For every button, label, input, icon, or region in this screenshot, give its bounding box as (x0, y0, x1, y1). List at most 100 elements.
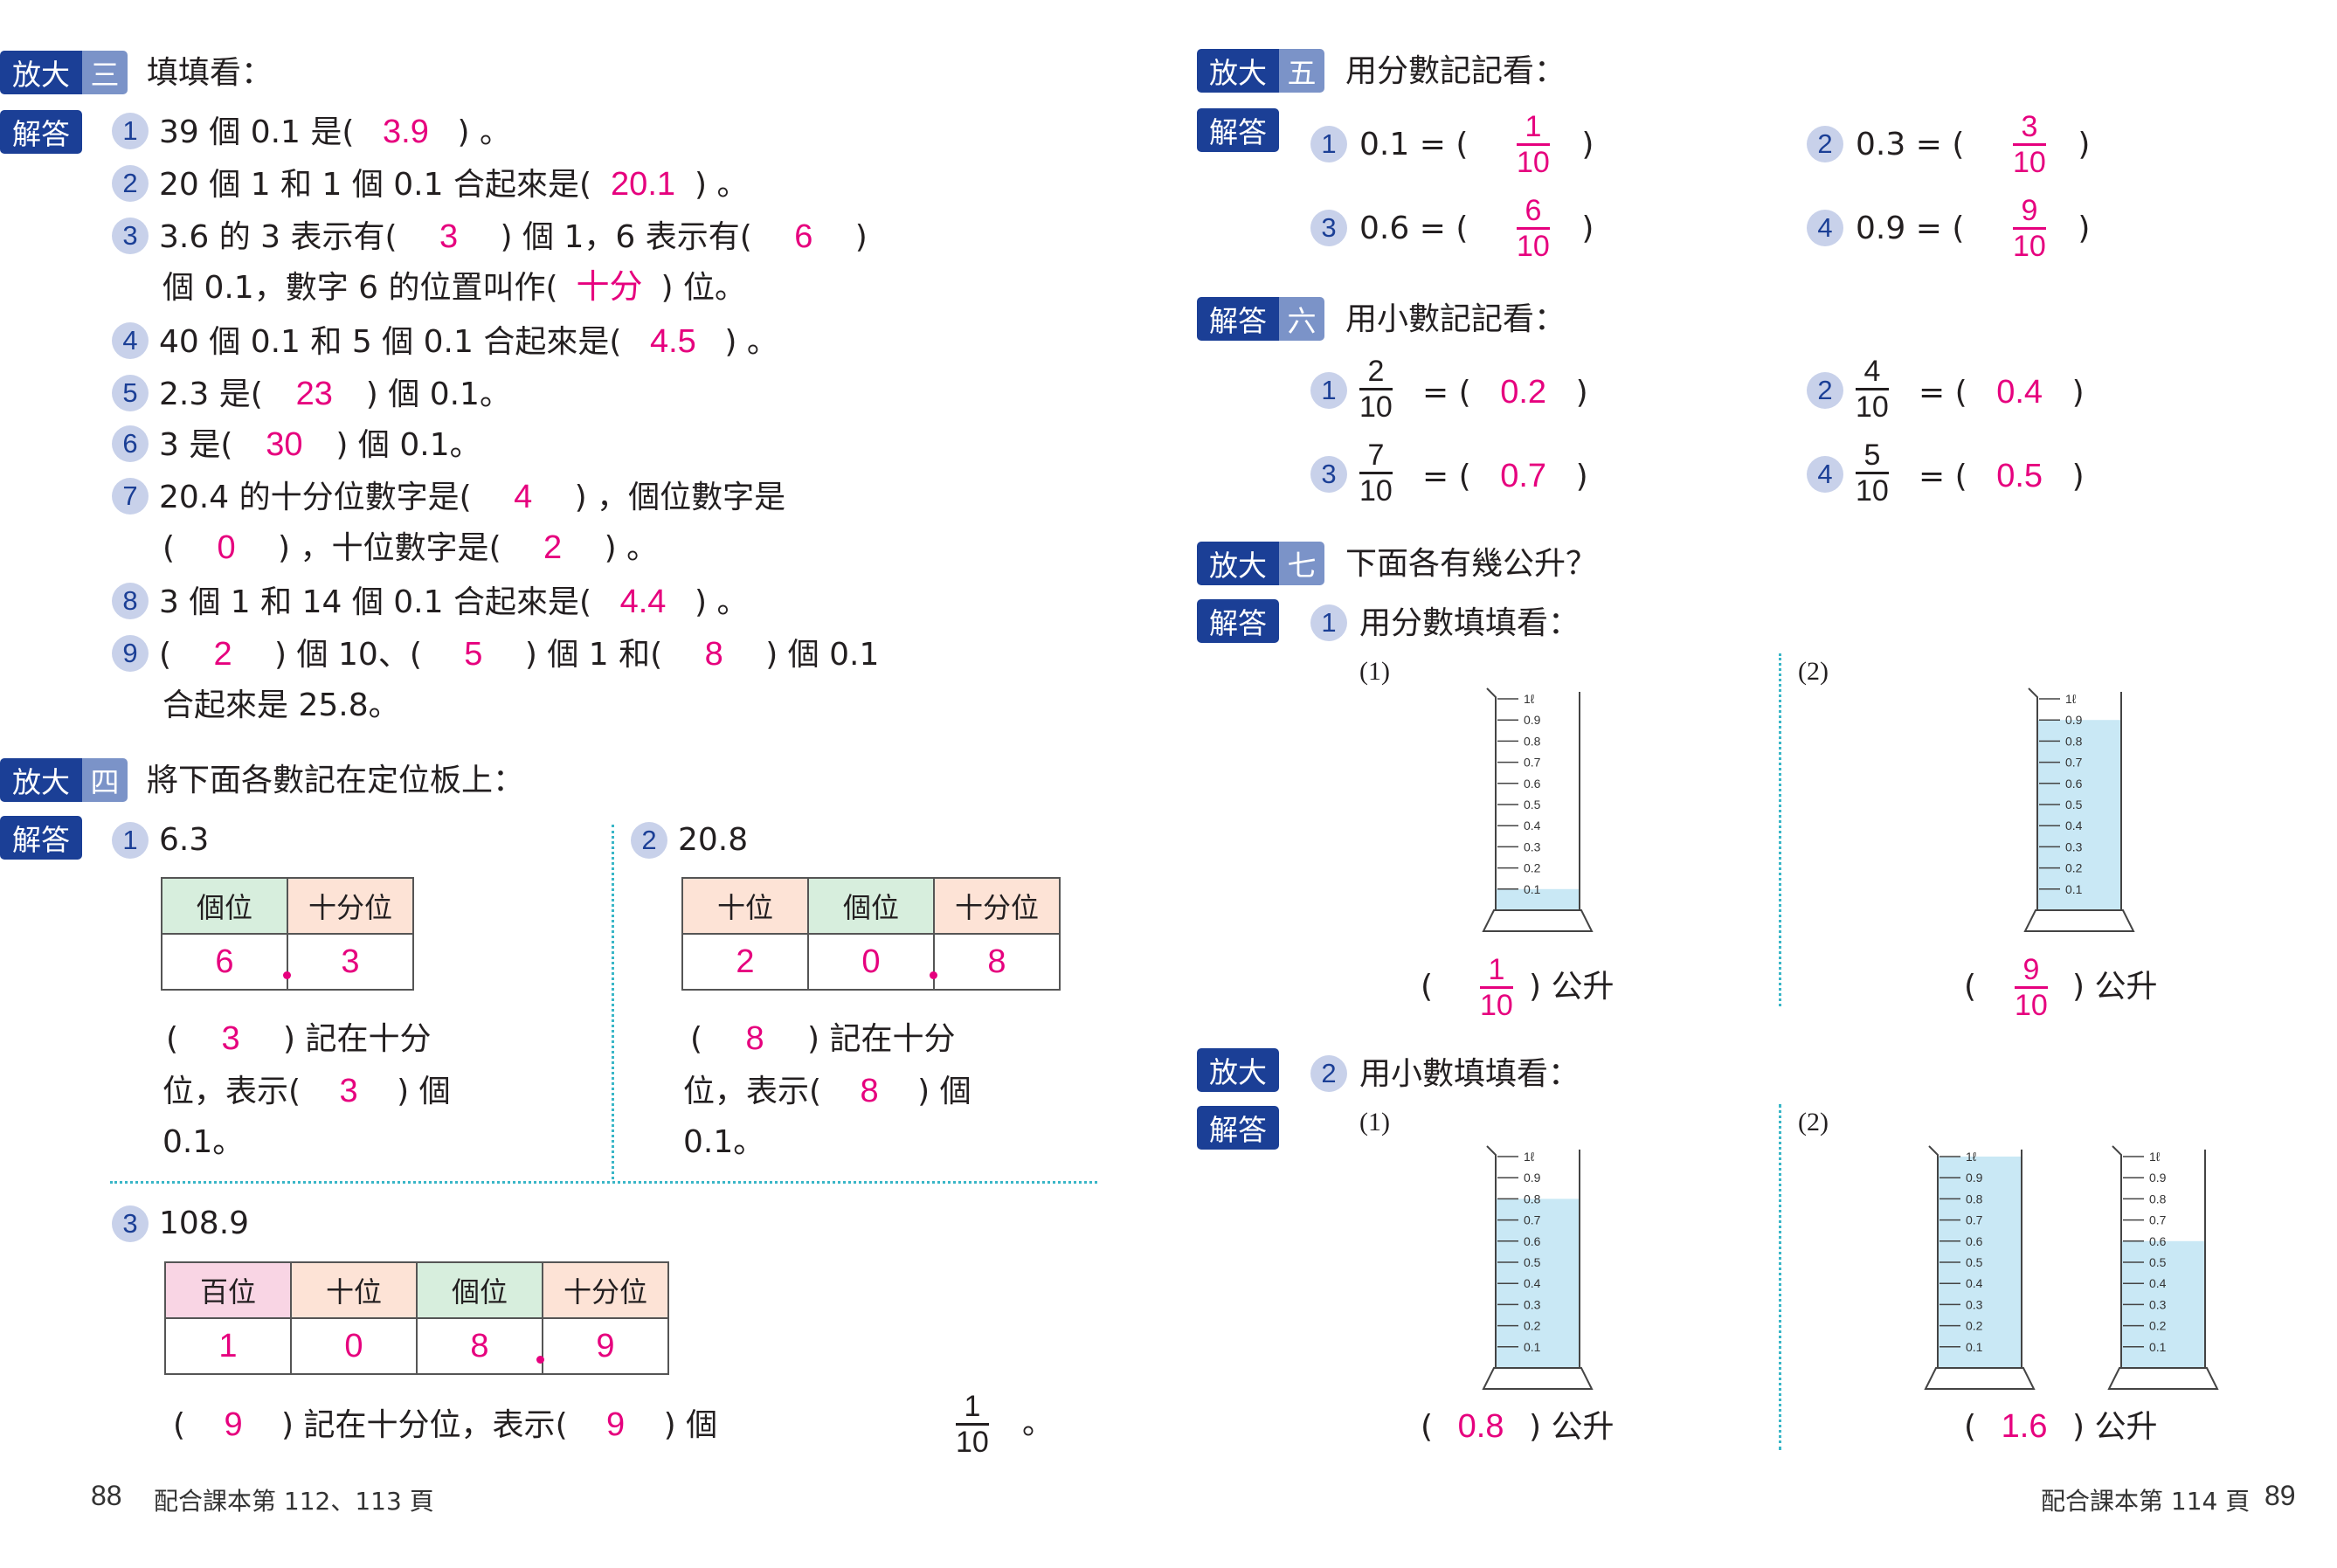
question-line: 20.4 的十分位數字是(4) ，個位數字是 (159, 479, 786, 515)
measuring-cylinder: 1ℓ0.90.80.70.60.50.40.30.20.1 (1482, 1145, 1594, 1390)
cylinder-base (1482, 1367, 1594, 1390)
measuring-cylinder: 1ℓ0.90.80.70.60.50.40.30.20.1 (1924, 1145, 2036, 1390)
sub-label: (2) (1798, 657, 1829, 686)
question-number: 2 (631, 822, 667, 859)
scale-label: 0.5 (2065, 798, 2083, 812)
question-title: 用分數填填看： (1359, 605, 1580, 641)
cylinder-base (1924, 1367, 2036, 1390)
scale-label: 0.3 (2149, 1297, 2167, 1311)
answer-label-s3[interactable]: 解答 (0, 110, 82, 154)
question-number: 8 (112, 583, 149, 619)
question-number: 4 (1807, 456, 1843, 493)
section-number: 六 (1279, 297, 1324, 341)
answer-label-s7-2[interactable]: 解答 (1197, 1106, 1279, 1150)
question-line: 合起來是 25.8。 (162, 687, 400, 723)
scale-label: 0.5 (1524, 798, 1541, 812)
header-hundreds: 百位 (164, 1261, 292, 1319)
q4-1-line1: (3) 記在十分 (166, 1020, 432, 1057)
zoom-label-s4[interactable]: 放大 四 (0, 758, 128, 802)
header-tenths: 十分位 (933, 877, 1061, 935)
scale-label: 1ℓ (2149, 1150, 2161, 1164)
measuring-cylinder: 1ℓ0.90.80.70.60.50.40.30.20.1 (2107, 1145, 2219, 1390)
scale-label: 0.1 (1524, 882, 1541, 896)
scale-label: 0.9 (2149, 1171, 2167, 1185)
answer-text: 解答 (0, 110, 82, 154)
divider (1779, 1104, 1781, 1450)
question-line: = (0.7) (1422, 458, 1588, 494)
divider (1779, 653, 1781, 1006)
scale-label: 1ℓ (1524, 692, 1535, 706)
answer-label-s7[interactable]: 解答 (1197, 599, 1279, 643)
scale-label: 0.4 (1966, 1276, 1983, 1290)
scale-label: 0.5 (1524, 1255, 1541, 1269)
question-number: 5 (112, 375, 149, 411)
header-tenths: 十分位 (287, 877, 414, 935)
scale-label: 0.8 (1524, 1192, 1541, 1205)
header-tenths: 十分位 (542, 1261, 669, 1319)
page-reference: 配合課本第 112、113 頁 (154, 1487, 434, 1516)
question-number: 1 (112, 822, 149, 859)
question-value: 6.3 (159, 822, 210, 858)
scale-label: 0.6 (1524, 777, 1541, 791)
question-line: 40 個 0.1 和 5 個 0.1 合起來是(4.5) 。 (159, 323, 778, 360)
zoom-label-s7[interactable]: 放大 七 (1197, 542, 1324, 585)
question-number: 4 (1807, 210, 1843, 246)
place-value-board-2: 十位 個位 十分位 2 0 8 (681, 877, 1061, 991)
question-line: 2.3 是(23) 個 0.1。 (159, 376, 511, 412)
q4-1-line3: 0.1。 (162, 1124, 245, 1160)
scale-label: 0.4 (2149, 1276, 2167, 1290)
scale-label: 0.4 (2065, 819, 2083, 832)
header-tens: 十位 (290, 1261, 418, 1319)
scale-label: 0.3 (1966, 1297, 1983, 1311)
answer-label-s6[interactable]: 解答 六 (1197, 297, 1324, 341)
scale-label: 0.3 (1524, 1297, 1541, 1311)
question-number: 2 (1310, 1055, 1347, 1092)
question-line: 0.3 = () (1856, 127, 2091, 162)
sub-label: (2) (1798, 1108, 1829, 1136)
scale-label: 0.4 (1524, 1276, 1541, 1290)
scale-label: 0.1 (2065, 882, 2083, 896)
header-ones: 個位 (161, 877, 288, 935)
section-title: 用小數記記看： (1345, 301, 1566, 337)
zoom-label-s7-2[interactable]: 放大 (1197, 1048, 1279, 1092)
q7-2-1-answer: (0.8) 公升 (1421, 1408, 1614, 1445)
question-line: = (0.4) (1919, 374, 2085, 411)
scale-label: 0.8 (2065, 734, 2083, 748)
scale-label: 0.7 (2065, 756, 2083, 770)
cell-tens: 2 (681, 933, 809, 991)
question-line: 0.1 = () (1359, 127, 1594, 162)
question-line: 0.9 = () (1856, 211, 2091, 246)
scale-label: 0.5 (1966, 1255, 1983, 1269)
header-ones: 個位 (807, 877, 935, 935)
scale-label: 1ℓ (1524, 1150, 1535, 1164)
scale-label: 0.7 (1524, 1213, 1541, 1227)
section-number: 四 (82, 758, 128, 802)
scale-label: 1ℓ (2065, 692, 2077, 706)
question-line: 個 0.1，數字 6 的位置叫作(十分) 位。 (162, 269, 747, 306)
page-number: 89 (2264, 1480, 2296, 1511)
question-number: 1 (1310, 126, 1347, 162)
zoom-label-s5[interactable]: 放大 五 (1197, 49, 1324, 93)
question-number: 1 (112, 113, 149, 149)
answer-text: 解答 (0, 816, 82, 860)
answer-label-s5[interactable]: 解答 (1197, 108, 1279, 152)
question-number: 4 (112, 322, 149, 359)
scale-label: 0.7 (1966, 1213, 1983, 1227)
q4-2-line3: 0.1。 (683, 1124, 765, 1160)
scale-label: 0.8 (2149, 1192, 2167, 1205)
q7-1-1-answer: () 公升 (1421, 969, 1614, 1005)
question-line: (2) 個 10、(5) 個 1 和(8) 個 0.1 (159, 636, 880, 673)
decimal-point (536, 1356, 544, 1364)
question-number: 2 (112, 165, 149, 202)
scale-label: 0.9 (1524, 1171, 1541, 1185)
question-line: 3.6 的 3 表示有(3) 個 1，6 表示有(6) (159, 218, 868, 255)
scale-label: 0.8 (1966, 1192, 1983, 1205)
scale-label: 0.2 (2149, 1319, 2167, 1333)
answer-label-s4[interactable]: 解答 (0, 816, 82, 860)
header-tens: 十位 (681, 877, 809, 935)
zoom-label-s3[interactable]: 放大 三 (0, 51, 128, 94)
